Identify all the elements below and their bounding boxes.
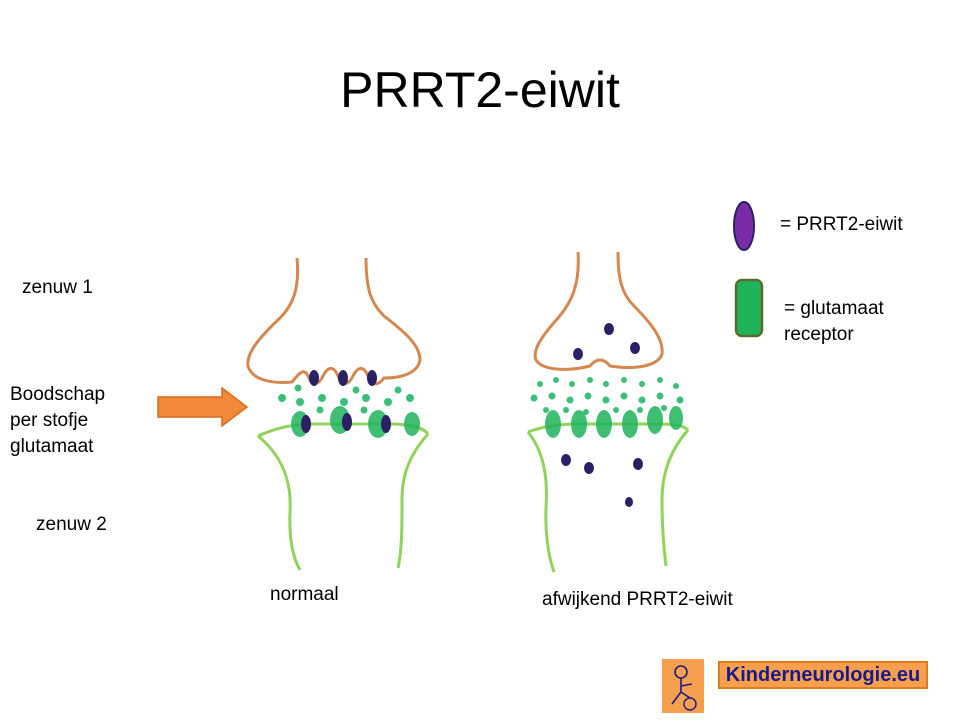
- normal-nerve-2: [257, 422, 430, 571]
- message-arrow: [157, 386, 249, 428]
- legend-receptor-icon: [734, 278, 764, 338]
- abnormal-nerve-1: [533, 251, 664, 371]
- normal-synapse: [246, 257, 430, 571]
- label-abnormal: afwijkend PRRT2-eiwit: [542, 589, 733, 610]
- label-normal: normaal: [270, 584, 339, 605]
- legend-prrt2-label: = PRRT2-eiwit: [780, 214, 903, 235]
- abnormal-nerve-2: [526, 422, 690, 573]
- legend-prrt2-icon: [733, 201, 755, 251]
- label-zenuw-1: zenuw 1: [22, 277, 93, 298]
- logo-text: Kinderneurologie.eu: [725, 664, 921, 686]
- slide-title: PRRT2-eiwit: [340, 62, 620, 118]
- logo-figure: [662, 659, 704, 713]
- abnormal-synapse: [526, 251, 690, 573]
- normal-nerve-1: [246, 257, 422, 386]
- label-zenuw-2: zenuw 2: [36, 514, 107, 535]
- legend-receptor-label: = glutamaat receptor: [784, 298, 884, 345]
- logo-badge: Kinderneurologie.eu: [718, 661, 928, 689]
- label-message-glutamate: Boodschap per stofje glutamaat: [10, 384, 106, 457]
